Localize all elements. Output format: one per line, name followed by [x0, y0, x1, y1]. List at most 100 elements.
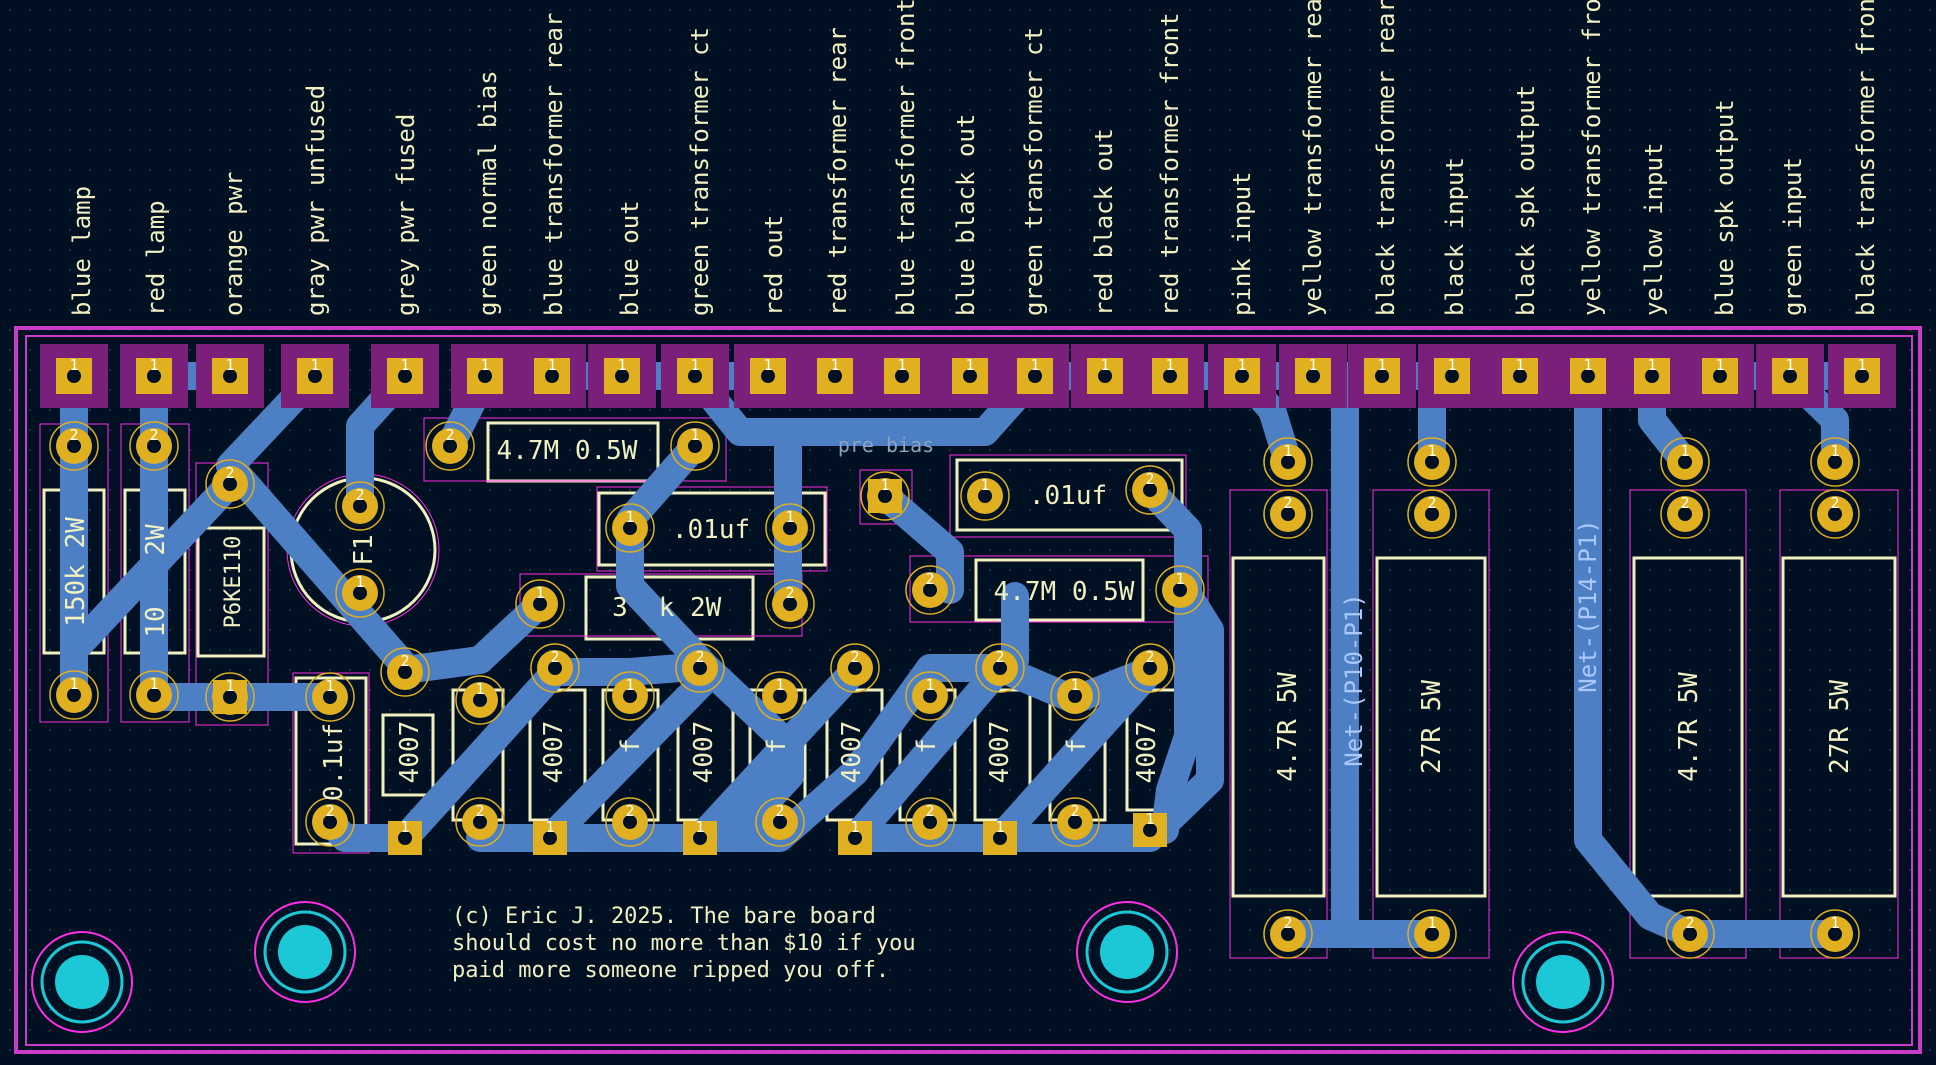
smd-pad: 1	[1364, 356, 1400, 394]
smd-pad: 1	[1772, 356, 1808, 394]
smd-pad: 1	[868, 476, 902, 513]
pad-number: 1	[149, 356, 158, 374]
thru-hole-pad: 2	[335, 481, 385, 531]
diode-value: 4007	[539, 721, 569, 784]
thru-hole-pad: 2	[675, 643, 725, 693]
pad-number: 1	[400, 818, 409, 836]
pad-number: 2	[995, 648, 1004, 666]
pad-number: 1	[897, 356, 906, 374]
pad-number: 1	[149, 675, 158, 693]
thru-hole-pad: 2	[305, 797, 355, 847]
smd-pad: 1	[1295, 356, 1331, 394]
pad-number: 1	[1165, 356, 1174, 374]
thru-hole-pad: 2	[1125, 643, 1175, 693]
smd-pad: 1	[604, 356, 640, 394]
diode-value: 4007	[837, 721, 867, 784]
connector-label: gray pwr unfused	[302, 85, 330, 316]
connector-label: green transformer ct	[1020, 27, 1048, 316]
copyright-notice: (c) Eric J. 2025. The bare board should …	[452, 904, 916, 983]
pad-number: 2	[400, 652, 409, 670]
pad-number: 1	[547, 356, 556, 374]
mounting-hole	[1512, 931, 1614, 1033]
cap-fragment: f	[762, 738, 792, 754]
thru-hole-pad: 2	[905, 797, 955, 847]
pad-number: 1	[1145, 810, 1154, 828]
smd-pad: 1	[838, 818, 872, 855]
thru-hole-pad: 2	[1665, 909, 1715, 959]
pad-number: 2	[550, 648, 559, 666]
pad-number: 1	[625, 676, 634, 694]
pad-number: 2	[695, 648, 704, 666]
connector-label: green input	[1779, 157, 1807, 316]
pad-number: 1	[325, 677, 334, 695]
smd-pad: 1	[817, 356, 853, 394]
smd-pad: 1	[387, 356, 423, 394]
thru-hole-pad: 1	[1810, 437, 1860, 487]
pad-number: 2	[445, 426, 454, 444]
pad-number: 1	[1515, 356, 1524, 374]
thru-hole-pad: 1	[755, 671, 805, 721]
mounting-hole	[254, 901, 356, 1003]
pad-number: 1	[69, 675, 78, 693]
r-27r-b-value: 27R 5W	[1825, 680, 1855, 774]
smd-pad: 1	[213, 677, 247, 714]
thru-hole-pad: 2	[129, 421, 179, 471]
pad-number: 1	[1308, 356, 1317, 374]
pad-number: 1	[1583, 356, 1592, 374]
thru-hole-pad: 1	[1155, 565, 1205, 615]
c-01-a-value: .01uf	[672, 515, 750, 545]
smd-pad: 1	[677, 356, 713, 394]
thru-hole-pad: 2	[755, 797, 805, 847]
pad-number: 2	[1427, 494, 1436, 512]
smd-pad: 1	[136, 356, 172, 394]
connector-label: red black out	[1090, 128, 1118, 316]
thru-hole-pad: 1	[515, 579, 565, 629]
r1-value: 150k 2W	[61, 517, 91, 627]
cap-fragment: f	[616, 738, 646, 754]
smd-pad: 1	[533, 818, 567, 855]
smd-pad: 1	[1502, 356, 1538, 394]
r-4m7-b-value: 4.7M 0.5W	[994, 577, 1135, 607]
tvs-value: P6KE110	[221, 536, 246, 629]
pad-number: 2	[475, 802, 484, 820]
thru-hole-pad: 1	[335, 568, 385, 618]
pad-number: 2	[775, 802, 784, 820]
thru-hole-pad: 2	[380, 647, 430, 697]
thru-hole-pad: 1	[129, 670, 179, 720]
pad-number: 1	[1175, 570, 1184, 588]
smd-pad: 1	[534, 356, 570, 394]
thru-hole-pad: 1	[49, 670, 99, 720]
pad-number: 1	[925, 676, 934, 694]
pad-number: 1	[1830, 914, 1839, 932]
pad-number: 2	[1283, 914, 1292, 932]
pad-number: 1	[1237, 356, 1246, 374]
pad-number: 1	[775, 676, 784, 694]
diode-value: 4007	[689, 721, 719, 784]
pad-number: 2	[785, 584, 794, 602]
pad-number: 1	[763, 356, 772, 374]
smd-pad: 1	[1434, 356, 1470, 394]
smd-pad: 1	[1570, 356, 1606, 394]
pad-number: 1	[225, 356, 234, 374]
smd-pad: 1	[884, 356, 920, 394]
connector-label: pink input	[1228, 172, 1256, 317]
thru-hole-pad: 1	[1407, 437, 1457, 487]
smd-pad: 1	[212, 356, 248, 394]
pad-number: 1	[1427, 442, 1436, 460]
pad-number: 1	[310, 356, 319, 374]
pad-number: 2	[1145, 470, 1154, 488]
net-labels: Net-(P10-P1) Net-(P14-P1)	[1340, 519, 1602, 766]
pad-number: 1	[1447, 356, 1456, 374]
pad-number: 2	[850, 648, 859, 666]
r-4r7-b-value: 4.7R 5W	[1674, 672, 1704, 782]
connector-label: black spk output	[1512, 85, 1540, 316]
pad-number: 1	[695, 818, 704, 836]
pad-number: 1	[1070, 676, 1079, 694]
pad-number: 1	[690, 356, 699, 374]
thru-hole-pad: 1	[670, 421, 720, 471]
pad-number: 1	[617, 356, 626, 374]
pad-number: 1	[1100, 356, 1109, 374]
thru-hole-pad: 2	[455, 797, 505, 847]
